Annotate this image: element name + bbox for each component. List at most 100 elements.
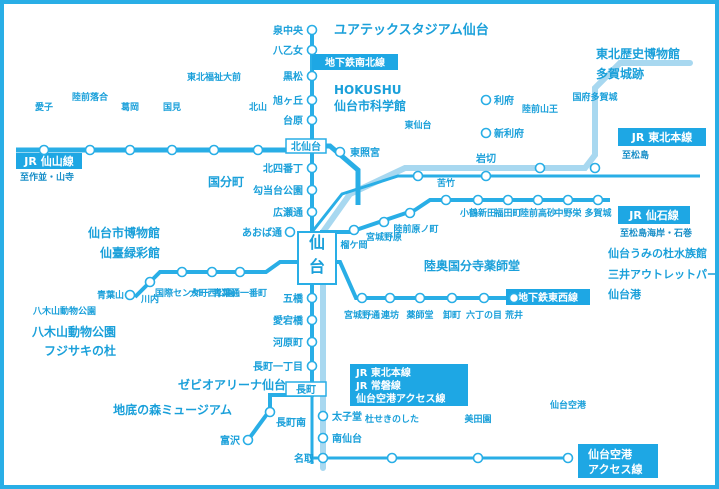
station-asahigaoka: 旭ヶ丘 — [272, 94, 303, 107]
station-tomizawa: 富沢 — [220, 434, 241, 447]
landmark-xebio-arena: ゼビオアリーナ仙台 — [178, 377, 286, 392]
landmark-hokushu: HOKUSHU — [334, 83, 402, 97]
south-line-2: JR 常磐線 — [355, 379, 401, 392]
station-kuromatsu: 黒松 — [283, 70, 303, 83]
station-aobadori: あおば通 — [242, 226, 282, 239]
station-miyaginohara: 宮城野原 — [366, 231, 402, 243]
station-dainohara: 台原 — [283, 114, 303, 127]
station-aoba-dori-ichibancho: 青葉通一番町 — [213, 287, 267, 299]
station-miyaginodori: 宮城野通 — [344, 309, 380, 321]
station-iwakiri: 岩切 — [475, 152, 496, 165]
station-kitasendai: 北仙台 — [291, 140, 321, 153]
station-aobadori-dot — [284, 226, 296, 238]
station-tohoku-fukushi-daimae: 東北福祉大前 — [187, 71, 241, 83]
landmarks: ユアテックスタジアム仙台 HOKUSHU 仙台市科学館 国分町 仙台市博物館 仙… — [31, 22, 715, 417]
station-nagamachi: 長町 — [296, 384, 316, 396]
station-rikuzen-haranomachi: 陸前原ノ町 — [393, 223, 438, 235]
station-sendai-airport: 仙台空港 — [550, 399, 587, 411]
station-kuzuoka: 葛岡 — [120, 101, 139, 113]
station-hirosedori: 広瀬通 — [273, 206, 303, 219]
station-mitazono: 美田園 — [464, 413, 491, 425]
station-nagamachi-minami: 長町南 — [276, 416, 306, 429]
tozai-label: 地下鉄東西線 — [518, 291, 578, 304]
nanboku-stations: 泉中央 八乙女 黒松 旭ヶ丘 台原 北仙台 北四番丁 勾当台公園 広瀬通 五橋 … — [220, 24, 327, 447]
sendai-hub-label-2: 台 — [309, 257, 325, 276]
landmark-sendai-port: 仙台港 — [608, 287, 642, 301]
landmark-ryokusaikan: 仙臺緑彩館 — [100, 245, 160, 260]
station-kitayonbancho: 北四番丁 — [263, 162, 303, 175]
tohoku-label: JR 東北本線 — [631, 130, 692, 144]
station-yakushido: 薬師堂 — [406, 309, 433, 321]
landmark-mitsui-outlet: 三井アウトレットパーク — [608, 267, 715, 281]
landmark-fujisaki-no-mori: フジサキの杜 — [44, 343, 116, 358]
route-map: 仙 台 地下鉄南北線 地下鉄東西線 JR 仙山線 至作並・山寺 JR 東北本線 … — [16, 22, 715, 478]
senzan-stations: 愛子 陸前落合 葛岡 国見 東北福祉大前 北山 東照宮 — [35, 71, 380, 159]
landmark-mutsu-kokubunji: 陸奥国分寺薬師堂 — [424, 258, 520, 273]
station-kunimi: 国見 — [163, 102, 181, 113]
landmark-science-museum: 仙台市科学館 — [334, 98, 406, 113]
south-lines-box — [350, 364, 468, 406]
nanboku-label: 地下鉄南北線 — [325, 56, 385, 69]
south-line-1: JR 東北本線 — [355, 366, 411, 379]
sendai-hub-label: 仙 — [309, 233, 325, 252]
station-shin-rifu: 新利府 — [494, 127, 524, 140]
station-toshogu: 東照宮 — [350, 146, 380, 159]
south-stations: 太子堂 南仙台 名取 杜せきのした 美田園 仙台空港 — [294, 399, 587, 465]
airport-line-box — [578, 444, 658, 478]
tozai-label-box — [506, 289, 590, 305]
station-kotodai-koen: 勾当台公園 — [253, 184, 303, 197]
station-ayashi: 愛子 — [35, 101, 53, 113]
station-rokuchonome: 六丁の目 — [466, 309, 502, 321]
senseki-stations: 榴ケ岡 宮城野原 陸前原ノ町 苦竹 小鶴新田 福田町 陸前高砂 中野栄 多賀城 — [340, 177, 611, 251]
station-nagamachi-1chome: 長町一丁目 — [253, 361, 303, 373]
station-kawauchi: 川内 — [140, 293, 159, 305]
airport-line-2: アクセス線 — [588, 462, 642, 476]
landmark-yagiyama-zoo: 八木山動物公園 — [31, 324, 116, 339]
station-kozuru-shinden: 小鶴新田 — [459, 207, 496, 219]
station-omachi-nishi-koen: 大町西公園 — [189, 287, 234, 299]
senzan-label-box — [16, 153, 82, 169]
landmark-yurtec-stadium: ユアテックスタジアム仙台 — [334, 22, 489, 38]
station-kokufu-tagajo: 国府多賀城 — [572, 91, 617, 103]
senseki-label-box — [618, 206, 690, 224]
station-rifu: 利府 — [494, 94, 514, 107]
station-fukudamachi: 福田町 — [493, 207, 521, 219]
station-oroshimachi: 卸町 — [443, 309, 461, 321]
landmark-sendai-city-museum: 仙台市博物館 — [88, 225, 160, 240]
tozai-stations: 青葉山 川内 国際センター 大町西公園 青葉通一番町 宮城野通 連坊 薬師堂 卸… — [97, 266, 523, 321]
station-nigatake: 苦竹 — [437, 177, 455, 189]
station-natori: 名取 — [294, 452, 315, 465]
landmark-tagajo-ruins: 多賀城跡 — [596, 66, 644, 81]
station-taishido: 太子堂 — [331, 410, 362, 423]
station-aobayama: 青葉山 — [97, 289, 124, 301]
senzan-sub: 至作並・山寺 — [20, 171, 74, 183]
station-kokusai-center: 国際センター — [155, 287, 209, 299]
senzan-label: JR 仙山線 — [23, 154, 73, 168]
sendai-hub-box — [297, 231, 337, 285]
station-rikuzen-takasago: 陸前高砂 — [520, 207, 556, 219]
airport-line-1: 仙台空港 — [588, 447, 633, 461]
landmark-jitei-no-mori: 地底の森ミュージアム — [113, 402, 232, 417]
station-tagajo: 多賀城 — [584, 207, 611, 219]
station-morisekinoshita: 杜せきのした — [365, 413, 419, 425]
station-rikuzen-sanno: 陸前山王 — [522, 103, 558, 115]
station-rikuzen-ochiai: 陸前落合 — [72, 91, 109, 103]
landmark-tohoku-history-museum: 東北歴史博物館 — [596, 46, 680, 61]
senseki-label: JR 仙石線 — [628, 208, 678, 222]
tohoku-sub: 至松島 — [622, 149, 649, 161]
tozai-line — [133, 260, 520, 300]
station-tsutsujigaoka: 榴ケ岡 — [340, 239, 367, 251]
station-atagobashi: 愛宕橋 — [273, 314, 304, 327]
nanboku-label-box — [312, 54, 398, 70]
senseki-sub: 至松島海岸・石巻 — [620, 227, 693, 239]
south-line-3: 仙台空港アクセス線 — [356, 392, 446, 405]
landmark-kokubuncho: 国分町 — [208, 174, 244, 189]
station-nakanosakae: 中野栄 — [554, 207, 582, 219]
station-higashi-sendai: 東仙台 — [404, 119, 431, 131]
senseki-line — [320, 198, 610, 234]
station-izumichuo: 泉中央 — [272, 24, 304, 37]
station-arai: 荒井 — [504, 309, 523, 321]
station-kitayama: 北山 — [249, 101, 267, 113]
station-renbo: 連坊 — [381, 309, 399, 321]
